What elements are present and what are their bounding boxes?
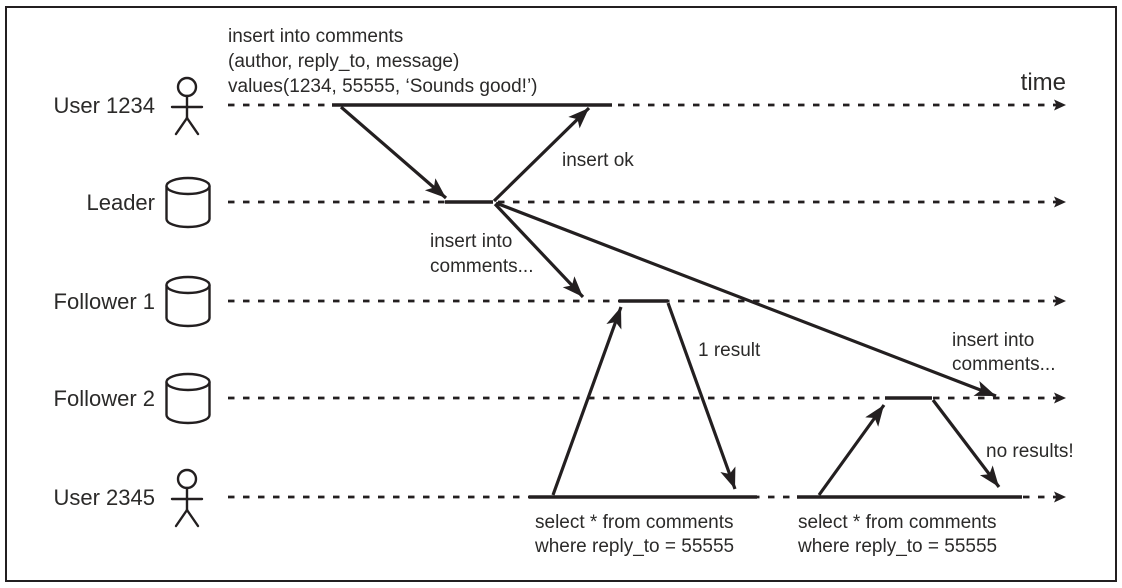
replicate-follower2-line-2: comments... <box>952 354 1055 375</box>
select-query2-line-2: where reply_to = 55555 <box>797 536 997 557</box>
select-query2-line-1: select * from comments <box>798 512 997 533</box>
actor-label: Follower 2 <box>54 386 155 411</box>
actor-label: Follower 1 <box>54 289 155 314</box>
actor-label: User 2345 <box>53 485 155 510</box>
person-icon <box>170 468 204 528</box>
replicate-follower1-line-2: comments... <box>430 256 533 277</box>
annotations: time insert into comments (author, reply… <box>228 26 1074 557</box>
arrow-insert-to-leader <box>339 105 448 200</box>
actor-row-follower-1: Follower 1 <box>54 275 1066 328</box>
database-icon <box>165 275 211 328</box>
insert-query-line-3: values(1234, 55555, ‘Sounds good!’) <box>228 76 538 97</box>
arrow-replicate-to-follower-2 <box>495 201 997 398</box>
select-query1-line-1: select * from comments <box>535 512 734 533</box>
database-icon <box>165 372 211 425</box>
insert-query-line-1: insert into comments <box>228 26 403 47</box>
database-icon <box>165 176 211 229</box>
select-query1-line-2: where reply_to = 55555 <box>534 536 734 557</box>
message-arrows <box>339 105 1001 496</box>
insert-query-line-2: (author, reply_to, message) <box>228 51 459 72</box>
person-icon <box>170 76 204 136</box>
result-follower2-label: no results! <box>986 441 1074 462</box>
arrow-select-to-follower-1 <box>551 306 623 496</box>
time-axis-label: time <box>1021 69 1066 96</box>
actor-label: Leader <box>86 190 155 215</box>
insert-ok-label: insert ok <box>562 150 634 171</box>
actor-row-user-1234: User 1234 <box>53 76 1066 136</box>
arrow-insert-ok <box>492 106 591 203</box>
arrow-result-from-follower-2 <box>931 399 1001 488</box>
actor-row-leader: Leader <box>86 176 1066 229</box>
replicate-follower2-line-1: insert into <box>952 330 1034 351</box>
replicate-follower1-line-1: insert into <box>430 231 512 252</box>
result-follower1-label: 1 result <box>698 340 761 361</box>
actor-row-follower-2: Follower 2 <box>54 372 1066 425</box>
actor-row-user-2345: User 2345 <box>53 468 1066 528</box>
arrow-result-from-follower-1 <box>666 302 737 490</box>
arrow-replicate-to-follower-1 <box>493 202 585 299</box>
actor-label: User 1234 <box>53 93 155 118</box>
arrow-select-to-follower-2 <box>817 404 886 496</box>
